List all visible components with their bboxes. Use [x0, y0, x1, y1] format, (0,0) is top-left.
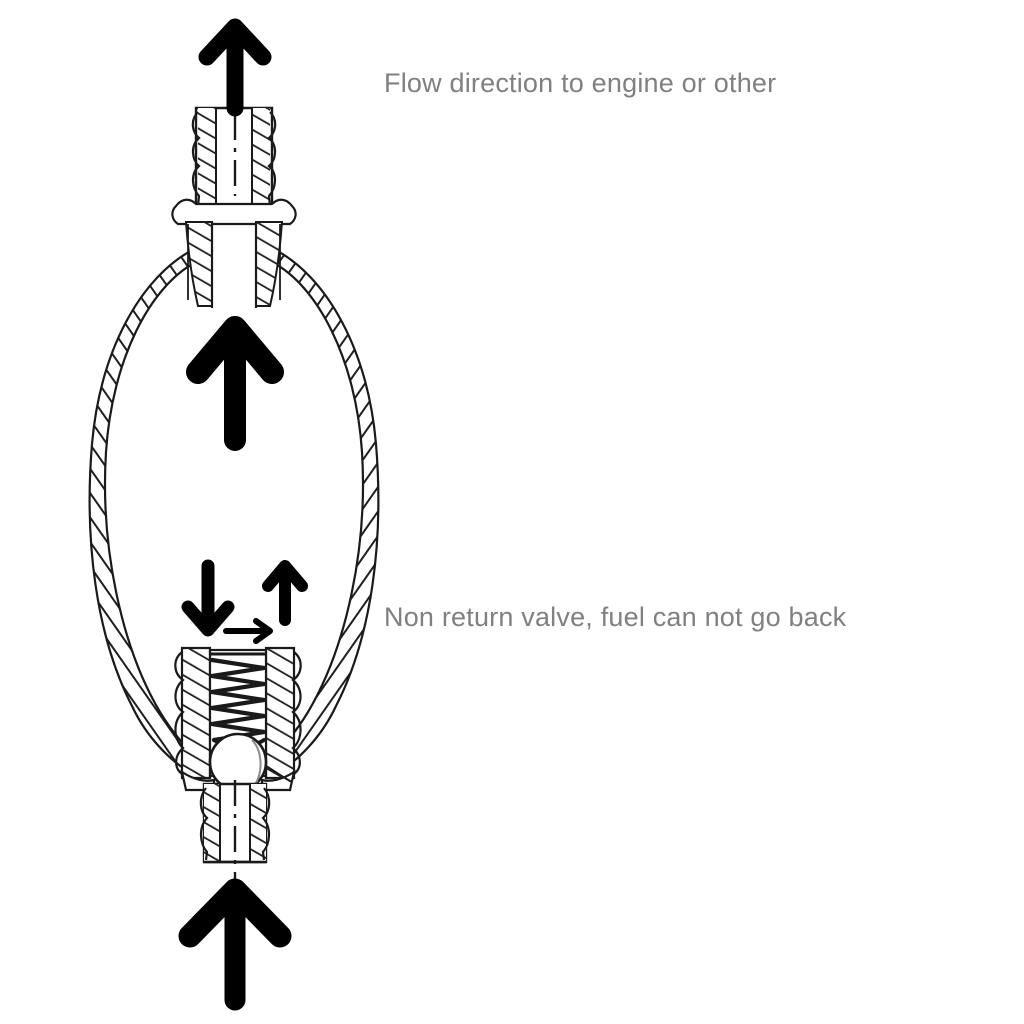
arrow-inlet-bottom	[178, 878, 292, 1011]
valve-housing-profile-right	[291, 651, 302, 775]
valve-spring	[209, 657, 267, 743]
label-flow-direction: Flow direction to engine or other	[384, 68, 776, 98]
outlet-nozzle-barbs-left	[198, 108, 216, 206]
inlet-barb-profile-left	[199, 787, 209, 861]
inlet-nozzle-barbs-left	[204, 784, 220, 862]
valve-housing-left	[180, 646, 212, 780]
outlet-collar	[171, 198, 297, 226]
arrow-valve-right	[223, 618, 273, 644]
label-non-return-valve: Non return valve, fuel can not go back	[384, 602, 847, 632]
outlet-nozzle-barbs-right	[252, 108, 270, 206]
arrow-outlet-top	[198, 18, 272, 117]
outlet-nozzle	[171, 106, 297, 308]
outlet-neck-right	[255, 221, 284, 307]
valve-seat-lip	[265, 765, 293, 783]
inlet-nozzle-barbs-right	[250, 784, 266, 862]
outlet-neck-left	[184, 221, 213, 307]
arrow-valve-up	[262, 560, 308, 626]
outlet-barb-profile-right	[267, 111, 277, 207]
inlet-barb-profile-right	[261, 787, 271, 861]
valve-housing-right	[264, 646, 296, 780]
valve-housing-profile-left	[174, 651, 185, 775]
valve-ball-shading	[251, 739, 262, 787]
outlet-barb-profile-left	[191, 111, 201, 207]
arrow-valve-down	[181, 559, 235, 637]
check-valve-assembly	[174, 646, 302, 792]
arrow-bulb-center	[186, 316, 284, 451]
inlet-nozzle	[199, 782, 271, 864]
